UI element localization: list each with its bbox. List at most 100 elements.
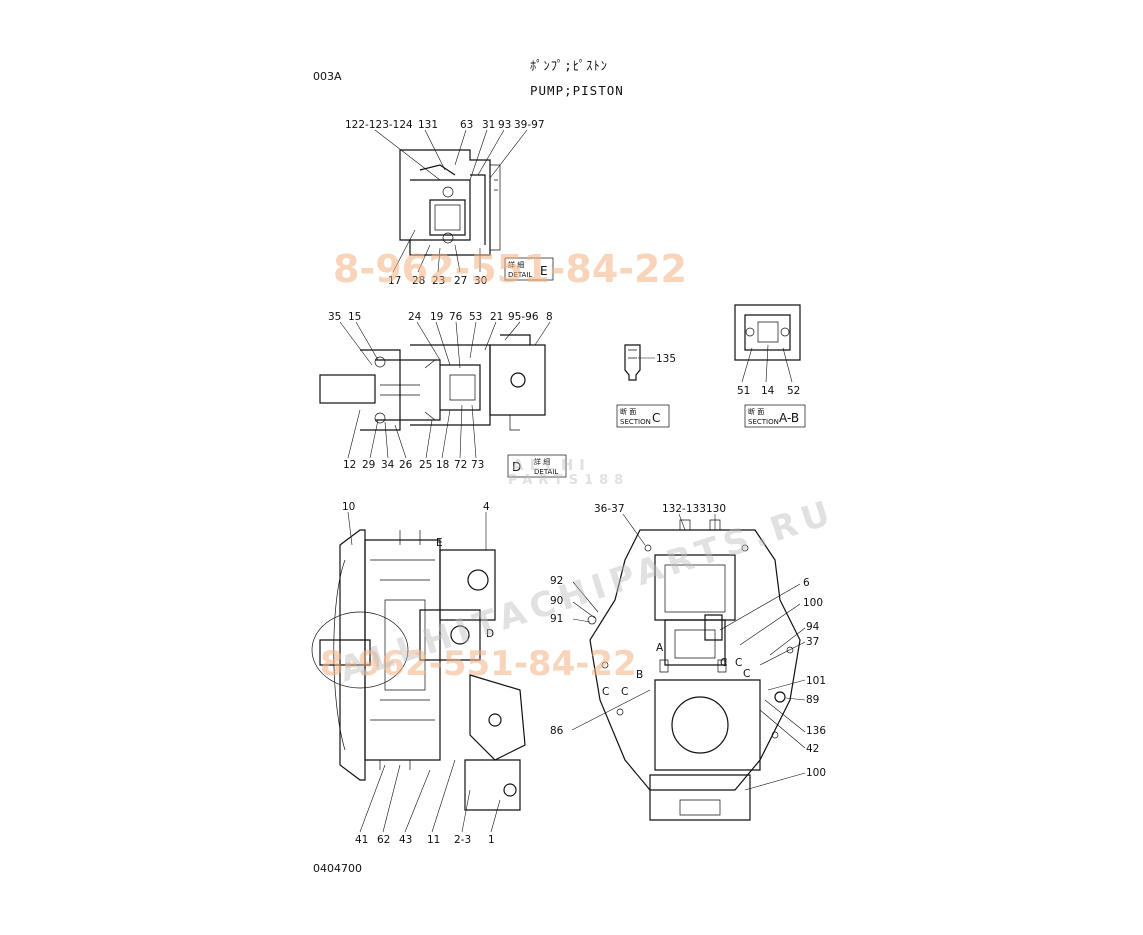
label-25: 25 (419, 459, 432, 471)
label-24: 24 (408, 311, 422, 323)
svg-text:DETAIL: DETAIL (508, 271, 532, 279)
label-52: 52 (787, 385, 800, 397)
label-c-marker-3: C (720, 657, 727, 669)
front-view-leaders (571, 513, 806, 791)
label-31: 31 (482, 119, 495, 131)
label-c-marker-1: C (602, 686, 609, 698)
drawing-number: 0404700 (313, 862, 362, 875)
label-28: 28 (412, 275, 425, 287)
detail-e-leaders (374, 129, 528, 273)
detail-d-drawing (319, 334, 546, 431)
label-51: 51 (737, 385, 750, 397)
label-29: 29 (362, 459, 375, 471)
section-c-drawing: 135 (624, 344, 676, 381)
label-15: 15 (348, 311, 361, 323)
label-c-marker-5: C (743, 668, 750, 680)
label-72: 72 (454, 459, 467, 471)
label-a-marker: A (656, 642, 664, 654)
svg-text:断 面: 断 面 (620, 407, 636, 416)
watermark-logo-bottom: PARTS188 (508, 473, 629, 488)
detail-d-leaders (339, 321, 551, 459)
front-view-drawing (587, 519, 801, 821)
label-93: 93 (498, 119, 511, 131)
label-41: 41 (355, 834, 368, 846)
label-12: 12 (343, 459, 356, 471)
label-63: 63 (460, 119, 473, 131)
label-100-bottom: 100 (806, 767, 826, 779)
label-135: 135 (656, 353, 676, 365)
label-26: 26 (399, 459, 413, 471)
label-39-97: 39-97 (514, 119, 545, 131)
label-122-123-124: 122-123-124 (345, 119, 413, 131)
svg-text:A-B: A-B (779, 411, 799, 425)
svg-text:E: E (540, 264, 548, 278)
label-c-marker-4: C (735, 657, 742, 669)
detail-e-box: 詳 細 DETAIL E (504, 257, 554, 281)
label-35: 35 (328, 311, 341, 323)
label-130: 130 (706, 503, 726, 515)
label-89: 89 (806, 694, 819, 706)
label-19: 19 (430, 311, 443, 323)
label-10: 10 (342, 501, 355, 513)
label-95-96: 95-96 (508, 311, 539, 323)
svg-text:D: D (512, 460, 521, 474)
svg-text:詳 細: 詳 細 (508, 260, 524, 269)
label-131: 131 (418, 119, 438, 131)
label-92: 92 (550, 575, 563, 587)
side-view-drawing (311, 529, 526, 811)
svg-text:DETAIL: DETAIL (534, 468, 558, 476)
label-8: 8 (546, 311, 553, 323)
side-view-leaders (347, 511, 501, 833)
label-18: 18 (436, 459, 449, 471)
label-101: 101 (806, 675, 826, 687)
label-1: 1 (488, 834, 495, 846)
title-jp: ﾎﾟﾝﾌﾟ;ﾋﾟｽﾄﾝ (530, 58, 608, 73)
label-27: 27 (454, 275, 467, 287)
label-62: 62 (377, 834, 390, 846)
svg-text:SECTION: SECTION (748, 418, 779, 426)
label-23: 23 (432, 275, 445, 287)
label-34: 34 (381, 459, 395, 471)
detail-e-drawing (399, 149, 501, 256)
label-91: 91 (550, 613, 563, 625)
label-132-133: 132-133 (662, 503, 706, 515)
watermark-phone-mid: 8-962-551-84-22 (320, 644, 637, 684)
sheet-code: 003A (313, 70, 342, 83)
label-43: 43 (399, 834, 412, 846)
svg-text:SECTION: SECTION (620, 418, 651, 426)
label-76: 76 (449, 311, 463, 323)
svg-text:断 面: 断 面 (748, 407, 764, 416)
label-d-marker: D (486, 628, 494, 640)
label-86: 86 (550, 725, 564, 737)
front-view-labels: 36-37 132-133 130 92 90 91 86 6 100 94 3… (550, 503, 826, 779)
label-73: 73 (471, 459, 484, 471)
label-14: 14 (761, 385, 775, 397)
title-en: PUMP;PISTON (530, 83, 624, 98)
label-100-top: 100 (803, 597, 823, 609)
side-view-labels: 10 4 E D 41 62 43 11 2-3 1 (342, 501, 495, 846)
label-90: 90 (550, 595, 563, 607)
label-42: 42 (806, 743, 819, 755)
section-ab-box: 断 面 SECTION A-B (744, 404, 806, 428)
label-53: 53 (469, 311, 482, 323)
label-6: 6 (803, 577, 810, 589)
detail-d-box: 詳 細 DETAIL D (507, 454, 567, 478)
label-2-3: 2-3 (454, 834, 471, 846)
label-17: 17 (388, 275, 401, 287)
section-c-box: 断 面 SECTION C (616, 404, 670, 428)
label-37: 37 (806, 636, 819, 648)
label-30: 30 (474, 275, 487, 287)
label-b-marker: B (636, 669, 643, 681)
watermark-phone-top: 8-962-551-84-22 (333, 247, 687, 291)
svg-text:詳 細: 詳 細 (534, 457, 550, 466)
svg-text:C: C (652, 411, 660, 425)
detail-e-labels: 122-123-124 131 63 31 93 39-97 17 28 23 … (345, 119, 545, 287)
section-ab-labels: 51 14 52 (737, 385, 800, 397)
label-c-marker-2: C (621, 686, 628, 698)
watermark-logo-top: ALLHI (512, 456, 591, 474)
label-136: 136 (806, 725, 826, 737)
label-e-marker: E (436, 537, 443, 549)
label-11: 11 (427, 834, 440, 846)
label-21: 21 (490, 311, 503, 323)
detail-d-labels: 35 15 24 19 76 53 21 95-96 8 12 29 34 26… (328, 311, 553, 471)
